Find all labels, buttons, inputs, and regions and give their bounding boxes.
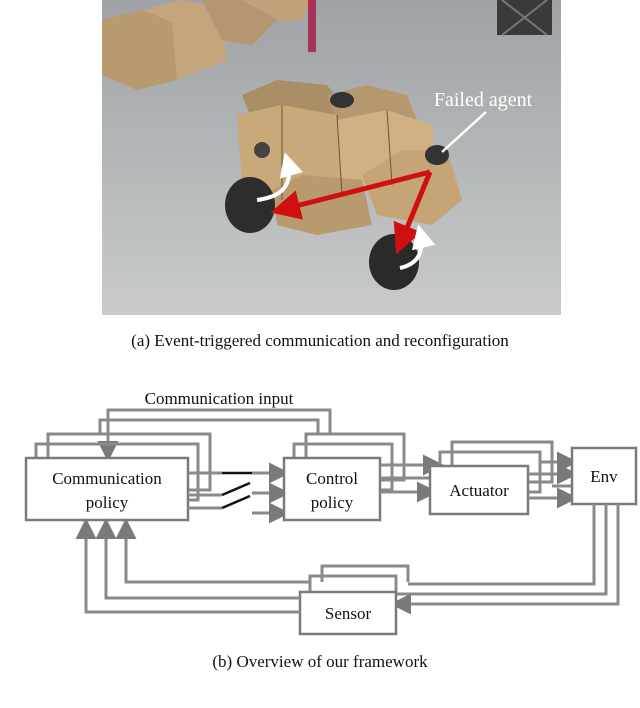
communication-policy-stack [34,432,212,502]
equipment [497,0,552,36]
reconfiguration-arrows [256,152,436,270]
sensor-label: Sensor [325,604,372,623]
actuator-label: Actuator [449,481,509,500]
communication-policy-label-2: policy [86,493,129,512]
env-label: Env [590,467,618,486]
pole [308,0,316,52]
hexagon-structure [237,80,462,235]
communication-input-label: Communication input [145,389,294,408]
actuator-stack [438,440,554,494]
env-to-sensor-links [390,504,620,615]
control-to-actuator-links [380,454,444,503]
control-policy-stack [292,432,406,492]
failed-agent-label: Failed agent [434,89,533,111]
robot-photo: Failed agent [102,0,561,315]
caption-b: (b) Overview of our framework [212,652,428,671]
robot-agents [225,92,449,290]
sensor-box [298,590,398,636]
caption-a: (a) Event-triggered communication and re… [131,331,509,350]
control-policy-label-1: Control [306,469,358,488]
actuator-box [428,464,530,516]
communication-policy-label-1: Communication [52,469,162,488]
sensor-stack [308,564,410,592]
background-walls [102,0,312,90]
framework-diagram: Communication input Communication policy… [24,389,638,636]
failed-agent-pointer [441,111,487,153]
env-box [570,446,638,506]
control-policy-box [282,456,382,522]
communication-switches [188,462,290,524]
communication-policy-box [24,456,190,522]
actuator-to-env-links [528,451,578,509]
sensor-feedback-links [75,518,310,614]
communication-arrows [270,169,433,255]
control-policy-label-2: policy [311,493,354,512]
